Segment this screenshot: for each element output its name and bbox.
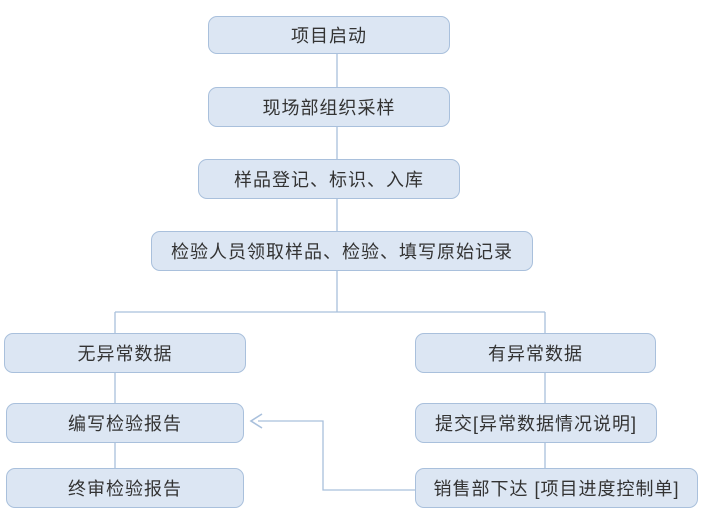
- flow-node-sample-registration: 样品登记、标识、入库: [198, 159, 460, 199]
- arrow-left-icon: [249, 413, 263, 429]
- flow-node-final-review-report: 终审检验报告: [6, 468, 244, 508]
- edge-sales-to-write: [258, 420, 415, 491]
- flow-node-field-sampling: 现场部组织采样: [208, 87, 450, 127]
- flow-node-submit-explanation: 提交[异常数据情况说明]: [415, 403, 657, 443]
- flow-node-abnormal-data: 有异常数据: [415, 333, 656, 373]
- flow-node-sales-issue-control: 销售部下达 [项目进度控制单]: [415, 468, 698, 508]
- flow-node-no-abnormal-data: 无异常数据: [4, 333, 246, 373]
- flow-node-project-start: 项目启动: [208, 16, 450, 54]
- flow-node-write-report: 编写检验报告: [6, 403, 244, 443]
- flow-node-inspection-record: 检验人员领取样品、检验、填写原始记录: [151, 231, 533, 271]
